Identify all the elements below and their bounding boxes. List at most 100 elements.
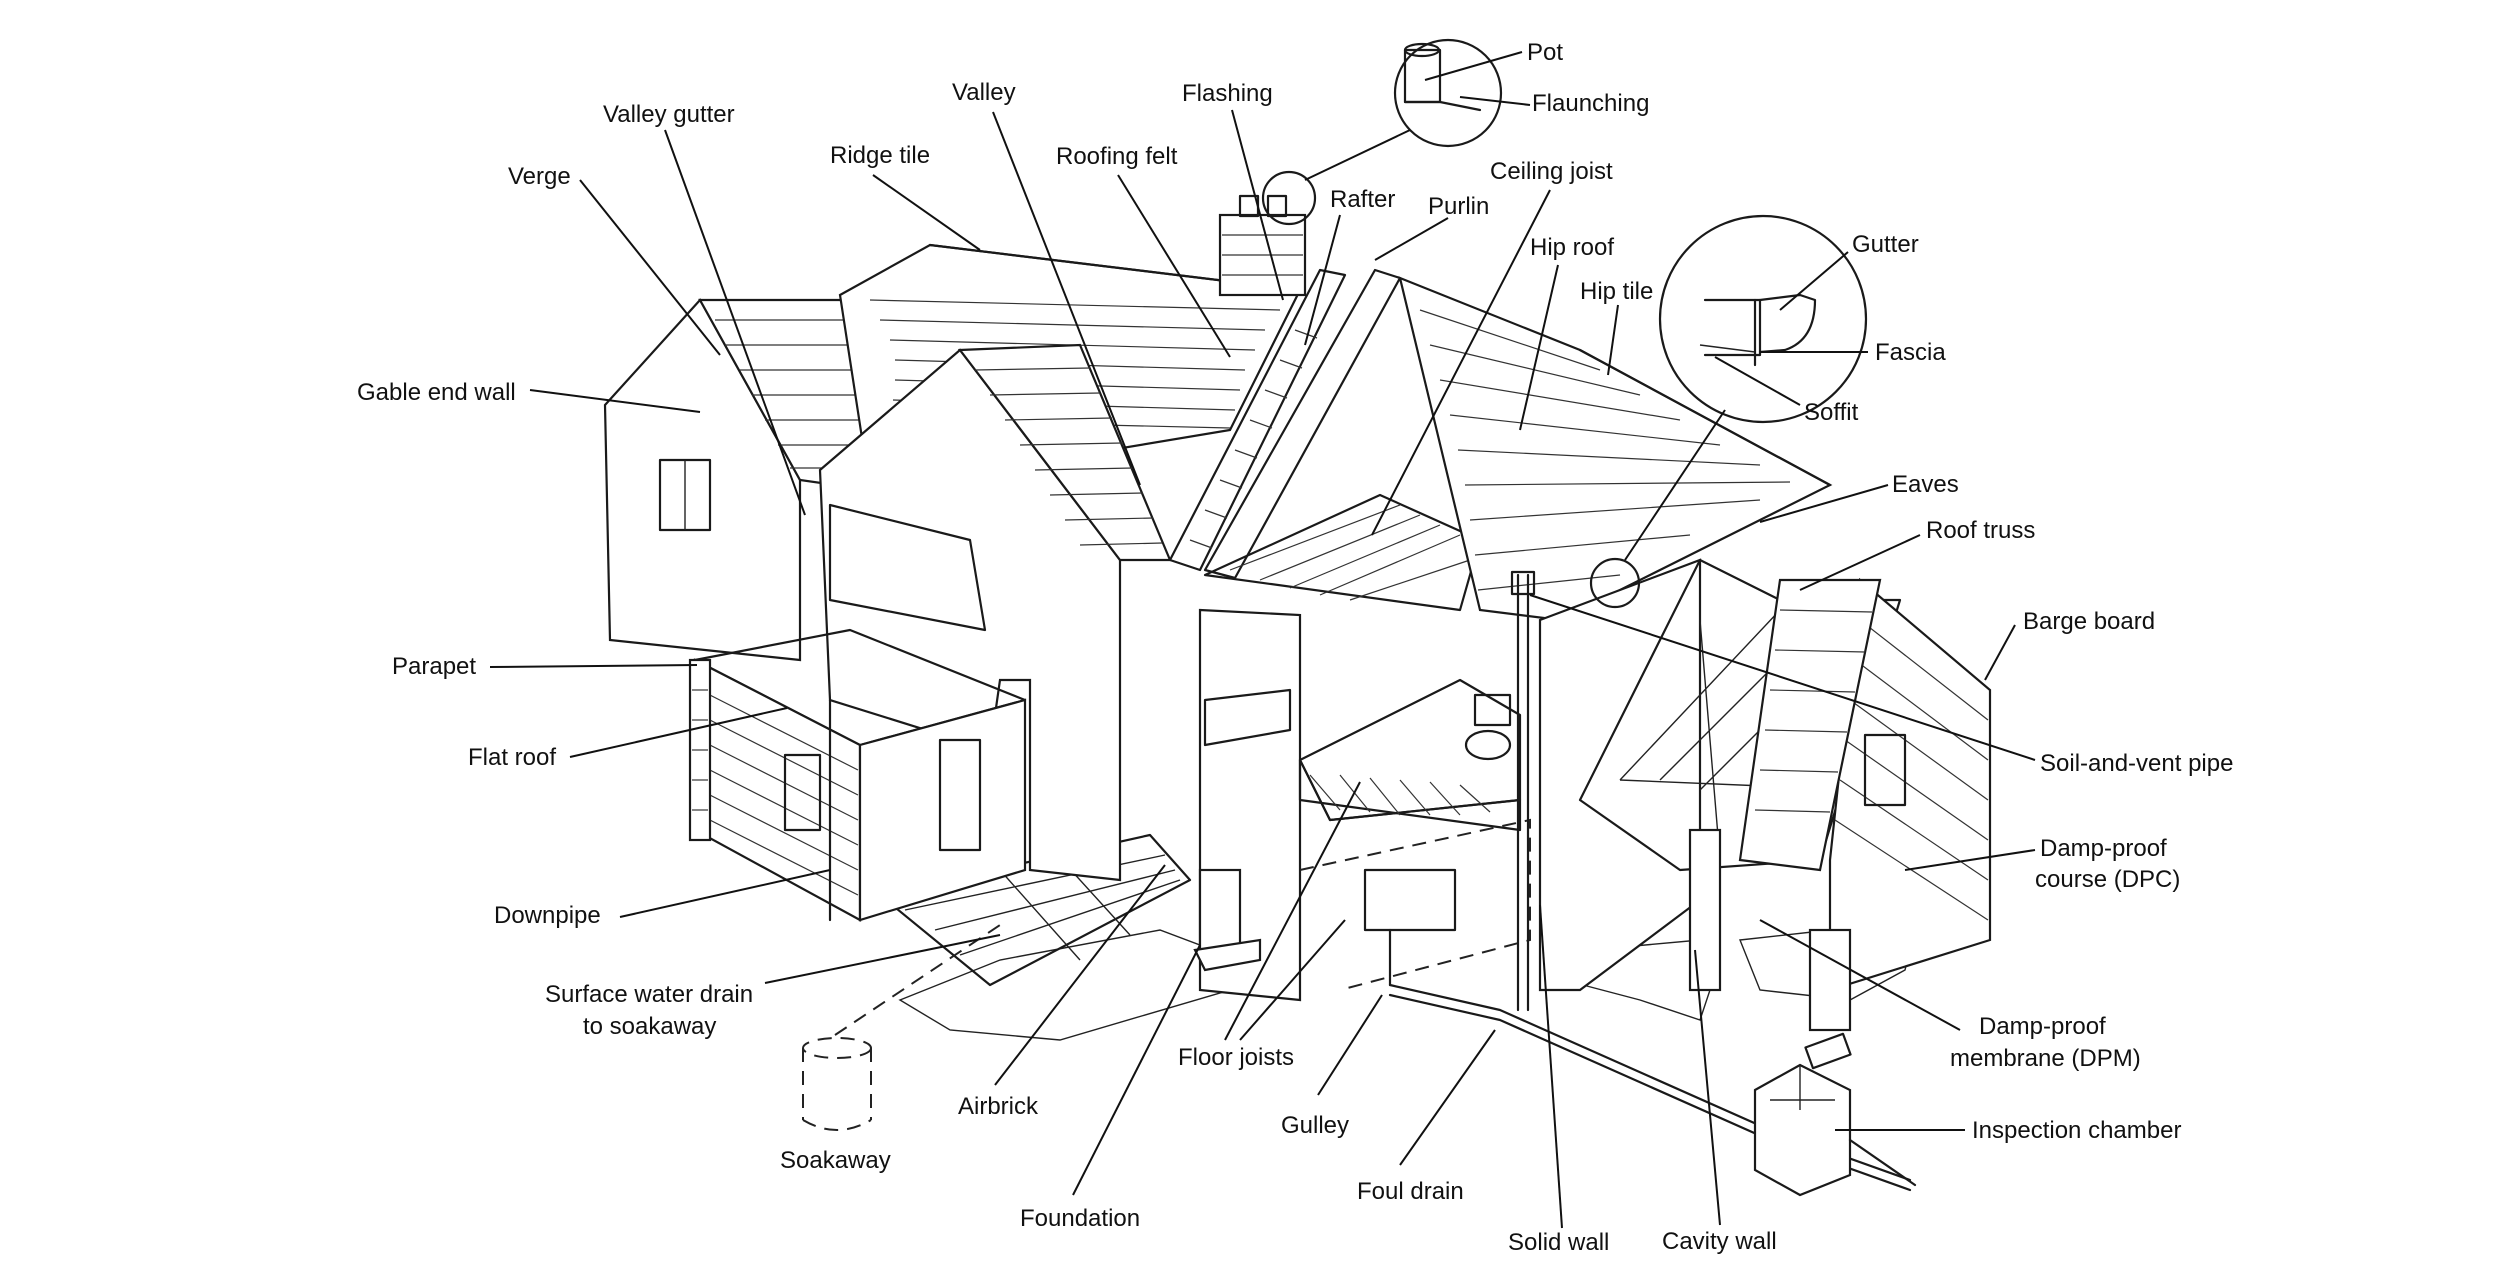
house-illustration	[603, 38, 1992, 1197]
floor-joist-zone	[1298, 758, 1522, 832]
extension-door	[938, 738, 982, 852]
leader-eaves	[1759, 484, 1889, 523]
soil-vent-pipe-cap	[1510, 570, 1536, 596]
toilet-bowl	[1464, 729, 1512, 761]
label-flaunching: Flaunching	[1532, 90, 1649, 117]
label-hip-roof: Hip roof	[1530, 234, 1614, 261]
ceiling-joist-deck	[1203, 493, 1482, 612]
front-gable-roof-tiles	[974, 367, 1163, 546]
hip-roof-tiles	[1419, 309, 1791, 591]
label-hip-tile: Hip tile	[1580, 278, 1653, 305]
leader-soil-vent-pipe	[1529, 594, 2036, 761]
chimney-pot-right	[1266, 194, 1288, 218]
label-purlin: Purlin	[1428, 193, 1489, 220]
label-dpm-line2: membrane (DPM)	[1950, 1045, 2141, 1072]
leader-flaunching	[1459, 96, 1531, 106]
leader-downpipe	[619, 869, 831, 918]
label-flat-roof: Flat roof	[468, 744, 556, 771]
cavity-wall-block	[1688, 828, 1722, 992]
rafter-section	[1168, 268, 1347, 572]
roof-truss-shape	[1578, 558, 1902, 872]
leader-surface-drain	[764, 934, 1001, 984]
label-eaves: Eaves	[1892, 471, 1959, 498]
eaves-detail-circle	[1658, 214, 1868, 424]
leader-flat-roof	[569, 707, 788, 758]
inspection-cover	[1804, 1032, 1852, 1070]
toilet-cistern	[1473, 693, 1512, 727]
sink-unit	[1363, 868, 1457, 932]
label-cavity-wall: Cavity wall	[1662, 1228, 1777, 1255]
label-parapet: Parapet	[392, 653, 476, 680]
leader-flashing	[1231, 109, 1284, 301]
label-solid-wall: Solid wall	[1508, 1229, 1609, 1256]
label-ceiling-joist: Ceiling joist	[1490, 158, 1613, 185]
label-verge: Verge	[508, 163, 571, 190]
roofing-felt-lines	[1189, 329, 1318, 549]
extension-window	[783, 753, 822, 832]
label-roof-truss: Roof truss	[1926, 517, 2035, 544]
label-dpc-line1: Damp-proof	[2040, 835, 2167, 862]
leader-gutter	[1779, 251, 1849, 311]
label-gutter: Gutter	[1852, 231, 1919, 258]
label-pot: Pot	[1527, 39, 1563, 66]
label-valley-gutter: Valley gutter	[603, 101, 735, 128]
leader-dpc	[1904, 849, 2036, 871]
leader-parapet	[489, 664, 698, 668]
soakaway-link-dash	[834, 924, 1001, 1036]
side-window	[1863, 733, 1907, 807]
chimney-detail-connector	[1304, 129, 1411, 181]
label-downpipe: Downpipe	[494, 902, 601, 929]
right-side-wall	[1538, 558, 1702, 992]
label-surface-drain-line2: to soakaway	[583, 1013, 716, 1040]
leader-soffit	[1714, 356, 1801, 406]
label-floor-joists: Floor joists	[1178, 1044, 1294, 1071]
leader-solid-wall	[1539, 904, 1563, 1229]
chimney-brick-lines	[1222, 234, 1303, 276]
right-tiled-panel-lines	[1754, 609, 1873, 813]
label-soffit: Soffit	[1804, 399, 1859, 426]
label-gulley: Gulley	[1281, 1112, 1349, 1139]
extension-side-wall	[858, 698, 1027, 922]
label-soil-and-vent-pipe: Soil-and-vent pipe	[2040, 750, 2233, 777]
label-flashing: Flashing	[1182, 80, 1273, 107]
right-tiled-panel	[1738, 578, 1882, 872]
label-rafter: Rafter	[1330, 186, 1395, 213]
label-gable-end-wall: Gable end wall	[357, 379, 516, 406]
foundation-dash	[1299, 818, 1531, 991]
leader-foundation	[1072, 944, 1201, 1196]
foundation-footing	[1193, 938, 1262, 972]
leader-gulley	[1317, 994, 1383, 1096]
leader-rafter	[1304, 214, 1341, 346]
label-dpm-line1: Damp-proof	[1979, 1013, 2106, 1040]
leader-verge	[579, 179, 721, 356]
leader-ceiling-joist	[1371, 189, 1551, 536]
leader-lines	[489, 51, 2036, 1229]
inspection-pipe-out	[1848, 1138, 1917, 1187]
labels: Pot Flaunching Flashing Valley Valley gu…	[357, 39, 2233, 1256]
gable-end-wall-shape	[603, 298, 802, 662]
leader-purlin	[1374, 217, 1449, 261]
right-foundation-block	[1808, 928, 1852, 1032]
leader-gable-end-wall	[529, 389, 701, 413]
label-foul-drain: Foul drain	[1357, 1178, 1464, 1205]
leader-floor-joists-2	[1239, 919, 1346, 1041]
label-roofing-felt: Roofing felt	[1056, 143, 1178, 170]
ground-floor-slab	[1298, 678, 1522, 822]
leader-floor-joists-1	[1224, 781, 1361, 1041]
chimney-detail-circle	[1393, 38, 1503, 148]
eaves-ref-circle	[1589, 557, 1641, 609]
leader-ridge-tile	[872, 174, 981, 251]
hip-edge	[1578, 348, 1832, 487]
label-inspection-chamber: Inspection chamber	[1972, 1117, 2181, 1144]
leader-roof-truss	[1799, 534, 1921, 591]
label-fascia: Fascia	[1875, 339, 1946, 366]
leader-cavity-wall	[1694, 949, 1721, 1226]
foundation-block	[1198, 868, 1242, 957]
extension-cladding	[699, 689, 859, 896]
leader-hip-tile	[1607, 304, 1619, 376]
label-barge-board: Barge board	[2023, 608, 2155, 635]
soakaway-top	[802, 1037, 872, 1059]
leader-dpm	[1759, 919, 1961, 1031]
leader-barge-board	[1984, 624, 2016, 681]
ceiling-joist-lines	[1229, 504, 1471, 601]
